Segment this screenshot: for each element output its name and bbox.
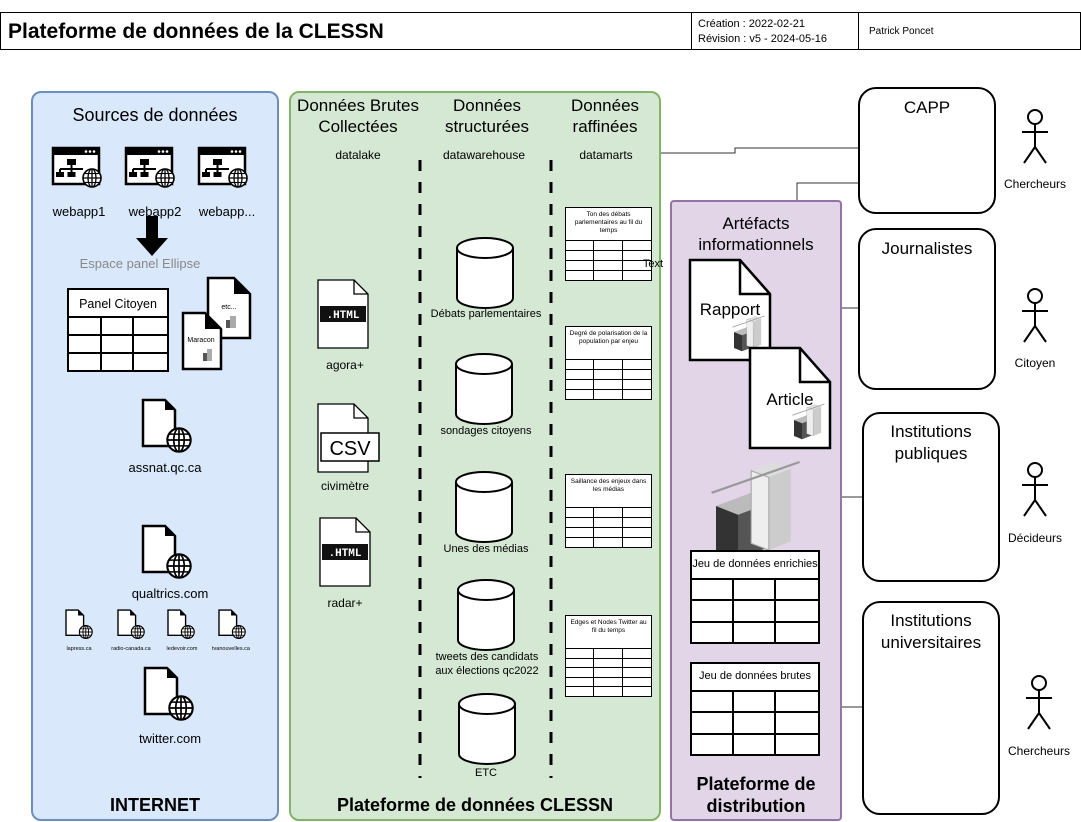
datamart-table: Ton des débats parlementaires au fil du …	[565, 207, 652, 281]
database-label: Unes des médias	[443, 543, 529, 555]
database-label: ETC	[475, 767, 497, 779]
datamarts-label: datamarts	[579, 148, 633, 162]
col-raw-title: Données Brutes Collectées	[297, 96, 419, 136]
webapp-icon	[126, 148, 186, 196]
stakeholder-box: CAPP	[858, 87, 996, 214]
doc-maracon-label: Maracon	[187, 337, 215, 344]
internet-title: Sources de données	[72, 105, 238, 125]
page-title: Plateforme de données de la CLESSN	[8, 20, 384, 43]
distribution-title: Artéfacts informationnels	[698, 214, 814, 254]
webapp-label: webapp2	[128, 204, 182, 219]
news-site-label: lapress.ca	[66, 646, 92, 652]
svg-text:CSV: CSV	[329, 438, 371, 460]
revision-date: Révision : v5 - 2024-05-16	[698, 33, 828, 45]
actor-label: Citoyen	[1014, 356, 1056, 370]
internet-footer: INTERNET	[110, 795, 200, 815]
news-site-label: ledevoir.com	[166, 646, 198, 652]
ellipse-space-label: Espace panel Ellipse	[79, 256, 201, 271]
document-icon	[181, 311, 223, 371]
enriched-dataset-table: Jeu de données enrichies	[690, 550, 820, 644]
webapp-icon	[53, 148, 113, 196]
website-document-icon	[141, 524, 192, 579]
actor-icon	[1021, 288, 1049, 343]
stray-text-label: Text	[642, 258, 664, 270]
raw-file-label: radar+	[327, 596, 363, 610]
site-assnat-label: assnat.qc.ca	[128, 460, 202, 475]
actor-icon	[1021, 462, 1049, 517]
site-twitter-label: twitter.com	[138, 731, 202, 746]
datamart-table: Saillance des enjeux dans les médias	[565, 474, 652, 548]
article-label: Article	[766, 390, 814, 409]
database-icon	[456, 237, 514, 309]
actor-label: Chercheurs	[1003, 177, 1067, 191]
html-file-icon: .HTML	[319, 517, 371, 587]
author-name: Patrick Poncet	[869, 26, 934, 37]
panel-citoyen-label: Panel Citoyen	[79, 297, 157, 311]
doc-etc-label: etc...	[221, 304, 237, 311]
database-icon	[458, 693, 516, 765]
website-document-icon	[167, 609, 195, 640]
panel-citoyen-table: Panel Citoyen	[67, 288, 169, 372]
actor-icon	[1021, 109, 1049, 164]
csv-file-icon: CSV	[317, 403, 380, 473]
html-file-icon: .HTML	[317, 279, 369, 349]
datamart-table: Edges et Nodes Twitter au fil du temps	[565, 615, 652, 697]
datawarehouse-label: datawarehouse	[442, 148, 526, 162]
database-label: tweets des candidats aux élections qc202…	[435, 651, 539, 677]
distribution-footer: Plateforme de distribution	[696, 774, 816, 816]
raw-dataset-table: Jeu de données brutes	[690, 662, 820, 756]
webapp-icon	[199, 148, 259, 196]
col-refined-title: Données raffinées	[570, 96, 640, 136]
svg-text:.HTML: .HTML	[326, 310, 359, 322]
rapport-label: Rapport	[699, 300, 761, 319]
header-dates-box: Création : 2022-02-21 Révision : v5 - 20…	[691, 12, 859, 50]
webapp-label: webapp1	[52, 204, 106, 219]
website-document-icon	[143, 666, 194, 721]
chart-3d-icon	[710, 460, 801, 560]
column-divider	[418, 160, 422, 778]
raw-file-label: agora+	[326, 358, 364, 372]
arrow-down-icon	[136, 216, 168, 256]
database-label: sondages citoyens	[440, 425, 532, 437]
database-icon	[455, 471, 513, 543]
news-site-label: tvanouvelles.ca	[212, 646, 250, 652]
actor-icon	[1025, 675, 1053, 730]
stakeholder-box: Institutions universitaires	[862, 601, 1000, 815]
website-document-icon	[218, 609, 246, 640]
column-divider	[549, 160, 553, 778]
datalake-label: datalake	[335, 148, 381, 162]
webapp-label: webapp...	[198, 204, 256, 219]
database-icon	[455, 353, 513, 425]
col-structured-title: Données structurées	[444, 96, 530, 136]
website-document-icon	[117, 609, 145, 640]
site-qualtrics-label: qualtrics.com	[131, 586, 209, 601]
actor-label: Décideurs	[1007, 531, 1063, 545]
clessn-footer: Plateforme de données CLESSN	[336, 795, 614, 815]
website-document-icon	[141, 398, 192, 453]
news-site-label: radio-canada.ca	[111, 646, 151, 652]
svg-text:.HTML: .HTML	[328, 548, 361, 560]
stakeholder-box: Institutions publiques	[862, 412, 1000, 582]
database-icon	[457, 579, 515, 651]
creation-date: Création : 2022-02-21	[698, 18, 806, 30]
datamart-table: Degré de polarisation de la population p…	[565, 326, 652, 400]
raw-file-label: civimètre	[320, 479, 369, 493]
stakeholder-box: Journalistes	[858, 228, 996, 390]
website-document-icon	[65, 609, 93, 640]
database-label: Débats parlementaires	[430, 308, 542, 320]
actor-label: Chercheurs	[1007, 744, 1071, 758]
